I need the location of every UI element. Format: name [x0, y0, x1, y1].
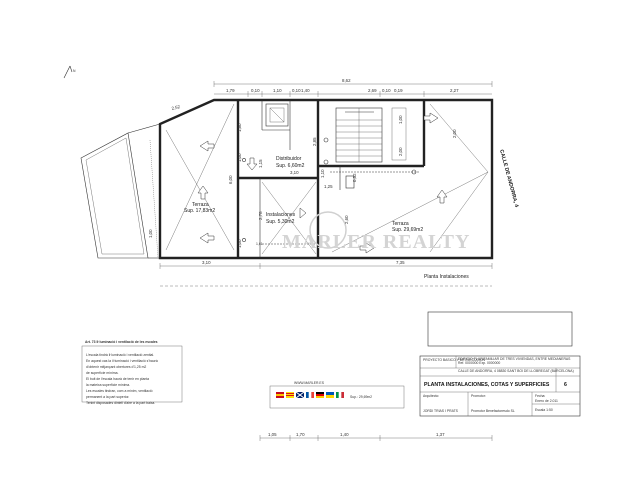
- bottom-dimension-lines: 3,10 7,35 Planta Instalaciones: [159, 260, 493, 287]
- notes-line-7: permanent a la part superior.: [86, 395, 129, 399]
- sheet-title: PLANTA INSTALACIONES, COTAS Y SUPERFICIE…: [424, 382, 550, 388]
- stamp-box: [427, 311, 573, 347]
- arrow-icon: [359, 242, 375, 254]
- arrow-icon: [423, 112, 439, 124]
- arrow-icon: [246, 157, 258, 171]
- equipment-box: [265, 103, 289, 127]
- dim-misc-3: 2,85: [312, 137, 317, 146]
- room-area-terraza-right: Sup. 29,69m2: [392, 227, 423, 233]
- dim-misc-12: 1,15: [258, 159, 263, 168]
- dim-angled: 2,52: [171, 104, 181, 111]
- notes-line-2: d'obtenir mitjançant obertures d'1,25 m2: [86, 365, 146, 369]
- architect-signature: JORDI TRIAS I PRATS: [423, 409, 459, 413]
- dim-misc-11: 2,78: [258, 211, 263, 220]
- dim-top-8: 2,27: [450, 88, 459, 93]
- dim-misc-2: 2,60: [344, 215, 349, 224]
- dim-bottom-overall-0: 3,10: [202, 260, 211, 265]
- notes-line-3: de superfície mínima.: [86, 371, 118, 375]
- flow-arrows: [197, 112, 448, 254]
- staircase: [335, 107, 407, 163]
- interior-dimensions: 3,10 1,25 2,60 2,85 2,00 1,00 1,80 1,00 …: [148, 115, 457, 248]
- building-outline: [80, 98, 494, 260]
- notes-line-8: Tenint disposades dintell d'aire a la pa…: [86, 401, 155, 405]
- legend-strip: WWW.MARLER.ES Sup.: 29,69m2: [269, 381, 405, 409]
- arrow-icon: [199, 232, 215, 244]
- room-area-terraza-left: Sup. 17,83m2: [184, 208, 215, 214]
- dim-misc-14: 2,00: [398, 147, 403, 156]
- arrow-icon: [197, 185, 209, 200]
- dim-misc-8: 6,00: [228, 175, 233, 184]
- top-dimension-lines: 8,62 1,79 0,10 1,10 0,10 1,40 2,69 0,10 …: [171, 78, 493, 111]
- dim-top-6: 0,10: [382, 88, 391, 93]
- notes-title: Art. 73 Il·luminació i ventilació de les…: [85, 340, 158, 344]
- dim-bottom-overall-1: 7,35: [396, 260, 405, 265]
- notes-line-5: la mateixa superfície mínima.: [86, 383, 130, 387]
- promoter-label: Promotor:: [471, 394, 486, 398]
- dim-misc-5: 1,00: [398, 115, 403, 124]
- watermark: MARLER REALTY: [282, 211, 470, 253]
- dim-misc-16: 0,52: [352, 173, 357, 182]
- room-name-distribuidor: Distribuidor: [276, 156, 302, 162]
- arrow-icon: [436, 189, 448, 204]
- project-description: EDIFICIO PLURIFAMILIAR DE TRES VIVIENDAS…: [458, 357, 571, 361]
- watermark-url: WWW.MARLER.ES: [294, 381, 325, 385]
- arrow-icon: [199, 140, 215, 152]
- title-block: PROYECTO BASICO Y DE EJECUCION EDIFICIO …: [419, 355, 581, 417]
- project-address: CALLE DE ANDORRA, 4 08830 SANT BOI DE LL…: [458, 369, 574, 373]
- room-name-instalaciones: Instalaciones: [266, 212, 296, 218]
- scale-label: Escala 1:50: [535, 408, 553, 412]
- legend-label: Sup.: 29,69m2: [350, 395, 372, 399]
- dim-bottom-3: 1,37: [436, 432, 445, 437]
- dim-top-0: 1,79: [226, 88, 235, 93]
- installation-pipes: [242, 137, 420, 245]
- dim-misc-7: 1,00: [237, 153, 242, 162]
- north-label: N: [73, 69, 76, 73]
- dim-top-2: 1,10: [273, 88, 282, 93]
- architect-label: Arquitecto:: [423, 394, 439, 398]
- date-label: Fecha:: [535, 394, 545, 398]
- date-value: Enero de 2.011: [535, 399, 558, 403]
- dim-misc-6: 1,80: [237, 123, 242, 132]
- dim-misc-0: 3,10: [290, 170, 299, 175]
- room-name-terraza-right: Terraza: [392, 221, 409, 227]
- dim-misc-10: 1,00: [148, 229, 153, 238]
- notes-line-0: L'escala tindrà il·luminació i ventilaci…: [86, 353, 154, 357]
- room-area-distribuidor: Sup. 6,60m2: [276, 163, 305, 169]
- dim-bottom-1: 1,70: [296, 432, 305, 437]
- north-arrow-icon: N: [63, 65, 76, 79]
- watermark-text: MARLER REALTY: [282, 231, 470, 253]
- dim-misc-13: 1,00: [237, 239, 242, 248]
- stair-notes: Art. 73 Il·luminació i ventilació de les…: [81, 340, 183, 405]
- dim-bottom-2: 1,40: [340, 432, 349, 437]
- project-reference: Ref. 0000000 Exp. 0000000: [458, 361, 500, 365]
- dim-top-5: 2,69: [368, 88, 377, 93]
- notes-line-6: Les escales tindran, com a mínim, ventil…: [86, 389, 153, 393]
- notes-line-1: En aquest cas la il·luminació i ventilac…: [86, 359, 158, 363]
- dim-misc-4: 2,00: [452, 129, 457, 138]
- plan-caption: Planta Instalaciones: [424, 274, 469, 280]
- room-area-instalaciones: Sup. 5,30m2: [266, 219, 295, 225]
- dim-misc-1: 1,25: [324, 184, 333, 189]
- dim-misc-9: 1,61: [256, 242, 263, 246]
- project-type: PROYECTO BASICO Y DE EJECUCION: [423, 358, 486, 362]
- room-labels: Distribuidor Sup. 6,60m2 Instalaciones S…: [184, 156, 423, 246]
- sheet-number: 6: [564, 382, 567, 388]
- promoter-name: Promotor Benefactoresdo SL: [471, 409, 515, 413]
- dim-top-3: 0,10: [292, 88, 301, 93]
- dim-overall-top: 8,62: [342, 78, 351, 83]
- arrow-icon: [299, 207, 307, 219]
- lower-dimension-lines: 1,05 1,70 1,40 1,37: [259, 432, 493, 441]
- street-label: CALLE DE ANDORRA, 4: [498, 149, 519, 208]
- interior-walls: [236, 100, 426, 258]
- dim-top-7: 0,19: [394, 88, 403, 93]
- notes-line-4: El buit de l'escala haurà de tenir en pl…: [86, 377, 149, 381]
- dim-bottom-0: 1,05: [268, 432, 277, 437]
- dim-top-1: 0,10: [251, 88, 260, 93]
- dim-misc-15: 1,10: [320, 169, 325, 178]
- dim-top-4: 1,40: [301, 88, 310, 93]
- room-name-terraza-left: Terraza: [192, 202, 209, 208]
